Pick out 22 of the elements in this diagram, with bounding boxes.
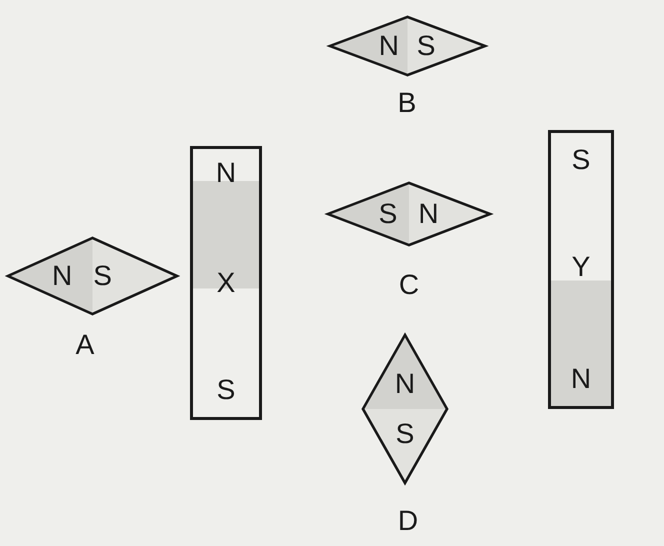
needle-label: B <box>398 89 416 117</box>
pole-label: S <box>216 376 236 404</box>
magnet-label: Y <box>572 252 590 281</box>
bar-magnet <box>548 130 614 409</box>
pole-label: N <box>394 370 416 398</box>
pole-label: N <box>418 200 439 228</box>
needle-label: D <box>398 507 418 535</box>
pole-label: S <box>416 32 436 60</box>
pole-label: N <box>570 364 592 393</box>
pole-label: N <box>216 159 236 188</box>
pole-label: S <box>572 146 590 174</box>
needle-label: C <box>398 271 420 299</box>
needle-label: A <box>76 331 94 359</box>
magnet-label: X <box>216 269 236 297</box>
bar-magnet <box>190 146 262 420</box>
pole-label: S <box>93 262 112 290</box>
pole-label: S <box>396 420 414 448</box>
pole-label: S <box>378 200 398 228</box>
compass-needle <box>8 238 177 314</box>
pole-label: N <box>52 262 72 290</box>
pole-label: N <box>378 32 399 60</box>
compass-needle <box>363 335 447 483</box>
